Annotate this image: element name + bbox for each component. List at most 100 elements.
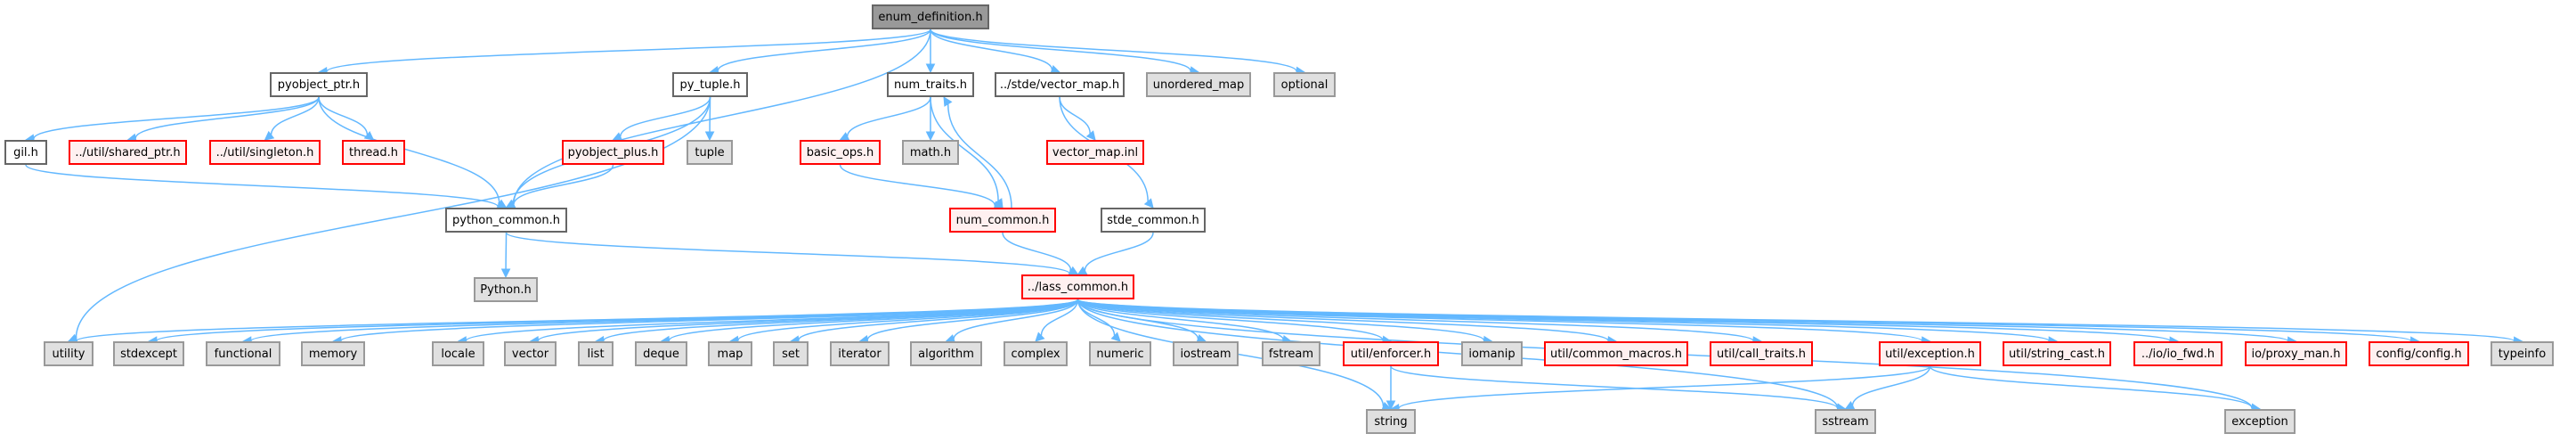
node-basic-ops[interactable]: basic_ops.h — [800, 140, 881, 165]
node-stdexcept[interactable]: stdexcept — [113, 341, 184, 366]
edge-enum_definition-to-unordered_map — [930, 29, 1190, 71]
arrowhead-icon — [944, 97, 952, 106]
node-string[interactable]: string — [1366, 409, 1416, 434]
edge-basic_ops-to-num_common — [841, 165, 995, 206]
edge-enum_definition-to-pyobject_ptr — [327, 29, 930, 71]
node-enum-definition[interactable]: enum_definition.h — [872, 4, 989, 29]
node-label: locale — [441, 348, 475, 361]
node-math[interactable]: math.h — [902, 140, 959, 165]
node-label: fstream — [1269, 348, 1313, 361]
node-common-macros[interactable]: util/common_macros.h — [1544, 341, 1688, 366]
edge-enum_definition-to-vector_map — [930, 29, 1052, 70]
edge-pyobject_plus-to-python_common — [514, 165, 614, 205]
node-label: iomanip — [1468, 348, 1515, 361]
node-set[interactable]: set — [773, 341, 809, 366]
node-deque[interactable]: deque — [635, 341, 687, 366]
arrowhead-icon — [1036, 332, 1044, 341]
node-label: optional — [1281, 78, 1329, 92]
node-memory[interactable]: memory — [301, 341, 365, 366]
edge-pyobject_ptr-to-thread — [319, 97, 367, 135]
node-py-tuple[interactable]: py_tuple.h — [672, 72, 748, 97]
node-label: ../util/singleton.h — [216, 146, 314, 160]
node-label: tuple — [695, 146, 724, 160]
arrowhead-icon — [1145, 199, 1153, 208]
node-call-traits[interactable]: util/call_traits.h — [1710, 341, 1813, 366]
node-complex[interactable]: complex — [1004, 341, 1068, 366]
node-label: util/common_macros.h — [1550, 348, 1682, 361]
edge-num_common-to-lass_common — [1003, 233, 1071, 271]
node-label: vector_map.inl — [1052, 146, 1138, 160]
node-label: typeinfo — [2499, 348, 2546, 361]
edge-py_tuple-to-pyobject_plus — [621, 97, 711, 136]
node-singleton[interactable]: ../util/singleton.h — [209, 140, 321, 165]
node-iomanip[interactable]: iomanip — [1461, 341, 1523, 366]
node-label: num_common.h — [956, 214, 1050, 227]
node-utility[interactable]: utility — [44, 341, 93, 366]
node-unordered-map[interactable]: unordered_map — [1146, 72, 1251, 97]
node-vector-map-inl[interactable]: vector_map.inl — [1046, 140, 1144, 165]
node-iterator[interactable]: iterator — [830, 341, 890, 366]
node-exception[interactable]: exception — [2224, 409, 2296, 434]
node-sstream[interactable]: sstream — [1815, 409, 1876, 434]
node-label: set — [782, 348, 800, 361]
node-pyobject-ptr[interactable]: pyobject_ptr.h — [270, 72, 368, 97]
arrowhead-icon — [927, 64, 935, 72]
node-enforcer[interactable]: util/enforcer.h — [1343, 341, 1439, 366]
node-label: unordered_map — [1153, 78, 1245, 92]
node-label: util/string_cast.h — [2009, 348, 2105, 361]
edge-enforcer-to-sstream — [1391, 366, 1838, 408]
node-optional[interactable]: optional — [1273, 72, 1336, 97]
node-proxy-man[interactable]: io/proxy_man.h — [2245, 341, 2347, 366]
node-thread[interactable]: thread.h — [342, 140, 405, 165]
node-num-traits[interactable]: num_traits.h — [887, 72, 974, 97]
node-label: num_traits.h — [894, 78, 967, 92]
edge-enum_definition-to-py_tuple — [718, 29, 930, 70]
node-io-fwd[interactable]: ../io/io_fwd.h — [2133, 341, 2223, 366]
node-label: iterator — [838, 348, 881, 361]
node-tuple[interactable]: tuple — [687, 140, 733, 165]
edge-exception_h-to-exception — [1930, 366, 2253, 408]
node-label: sstream — [1822, 415, 1868, 429]
node-label: map — [718, 348, 744, 361]
node-string-cast[interactable]: util/string_cast.h — [2003, 341, 2111, 366]
node-num-common[interactable]: num_common.h — [949, 208, 1056, 233]
node-exception-h[interactable]: util/exception.h — [1879, 341, 1981, 366]
node-vector[interactable]: vector — [504, 341, 557, 366]
node-label: gil.h — [13, 146, 38, 160]
node-gil[interactable]: gil.h — [4, 140, 47, 165]
node-python-h[interactable]: Python.h — [474, 277, 538, 302]
node-config[interactable]: config/config.h — [2369, 341, 2469, 366]
node-label: numeric — [1096, 348, 1143, 361]
node-label: utility — [53, 348, 85, 361]
node-label: complex — [1011, 348, 1060, 361]
node-pyobject-plus[interactable]: pyobject_plus.h — [562, 140, 664, 165]
node-shared-ptr[interactable]: ../util/shared_ptr.h — [69, 140, 187, 165]
node-fstream[interactable]: fstream — [1262, 341, 1321, 366]
edge-lass_common-to-proxy_man — [1078, 299, 2288, 341]
node-label: ../stde/vector_map.h — [1000, 78, 1119, 92]
node-label: list — [587, 348, 604, 361]
node-label: ../util/shared_ptr.h — [75, 146, 180, 160]
node-label: config/config.h — [2376, 348, 2461, 361]
edge-gil-to-python_common — [26, 165, 499, 207]
node-iostream[interactable]: iostream — [1173, 341, 1239, 366]
node-typeinfo[interactable]: typeinfo — [2491, 341, 2554, 366]
node-label: ../io/io_fwd.h — [2141, 348, 2214, 361]
node-map[interactable]: map — [708, 341, 752, 366]
node-label: basic_ops.h — [807, 146, 874, 160]
node-label: math.h — [910, 146, 951, 160]
node-label: io/proxy_man.h — [2252, 348, 2341, 361]
node-stde-common[interactable]: stde_common.h — [1101, 208, 1206, 233]
node-label: pyobject_plus.h — [568, 146, 659, 160]
node-functional[interactable]: functional — [206, 341, 280, 366]
arrowhead-icon — [265, 132, 274, 140]
node-list[interactable]: list — [578, 341, 614, 366]
node-algorithm[interactable]: algorithm — [910, 341, 982, 366]
node-numeric[interactable]: numeric — [1089, 341, 1151, 366]
node-locale[interactable]: locale — [432, 341, 484, 366]
node-label: util/call_traits.h — [1717, 348, 1806, 361]
node-python-common[interactable]: python_common.h — [445, 208, 567, 233]
node-lass-common[interactable]: ../lass_common.h — [1021, 274, 1134, 299]
node-vector-map[interactable]: ../stde/vector_map.h — [995, 72, 1125, 97]
